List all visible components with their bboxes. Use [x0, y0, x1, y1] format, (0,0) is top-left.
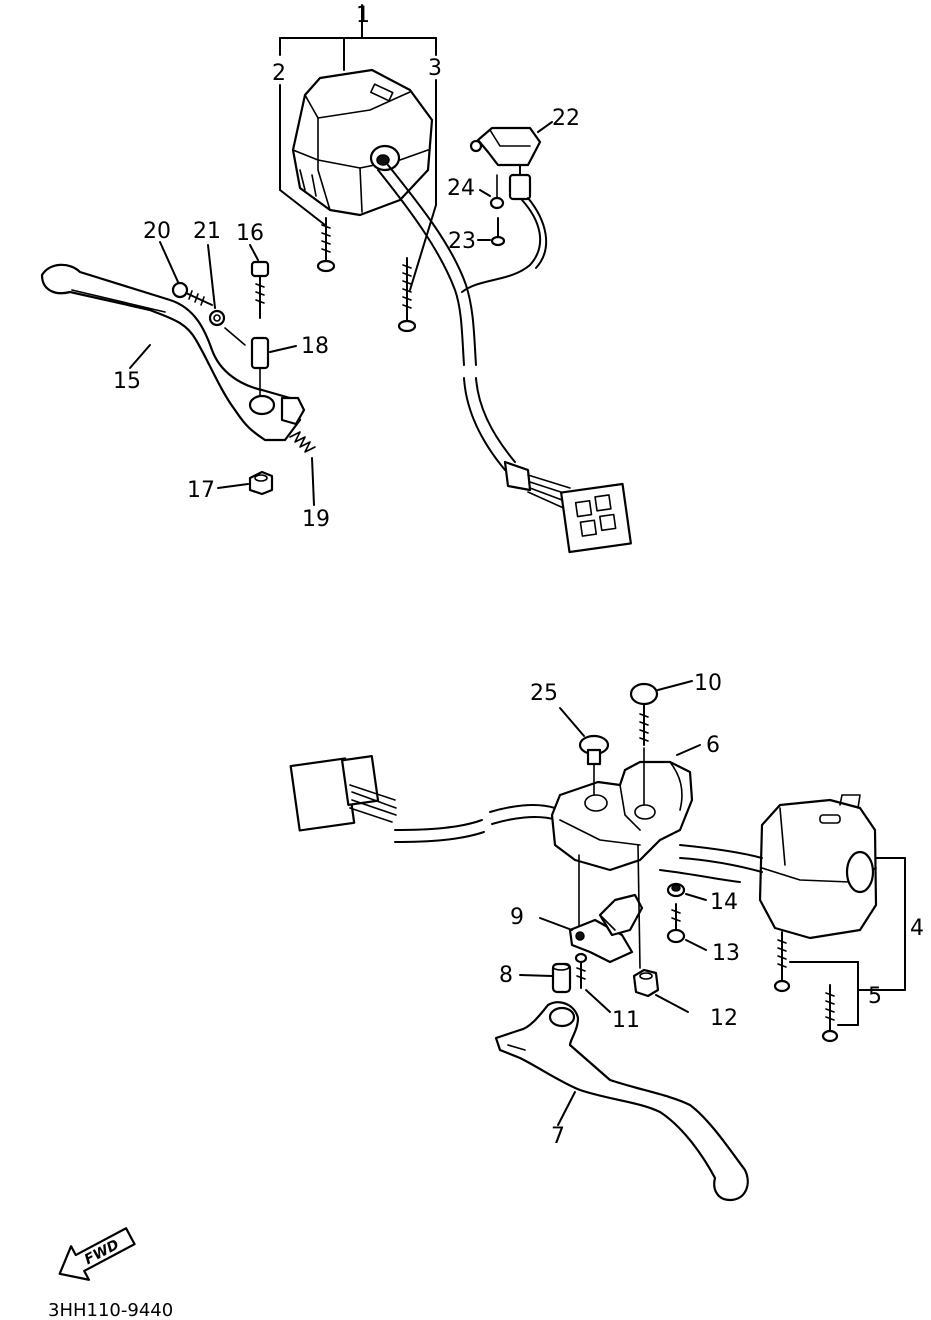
leader-12	[655, 994, 689, 1013]
leader-6	[676, 744, 701, 756]
part-label-8: 8	[499, 963, 513, 988]
part-label-4: 4	[910, 916, 924, 941]
leader-22	[537, 121, 553, 133]
handlebar-switch-lower	[659, 794, 878, 940]
part-label-2: 2	[272, 61, 286, 86]
leader-25	[559, 707, 585, 737]
screw-part-2	[316, 217, 336, 273]
part-label-16: 16	[236, 221, 264, 246]
diagram-code: 3HH110-9440	[48, 1300, 173, 1320]
nut-part-14	[666, 882, 686, 898]
part-label-7: 7	[551, 1124, 565, 1149]
part-label-5: 5	[868, 984, 882, 1009]
screw-part-13	[666, 903, 686, 944]
part-label-18: 18	[301, 334, 329, 359]
assembly-line-21	[224, 327, 246, 346]
bracket-1-2-3	[279, 4, 437, 291]
bolt-part-16	[250, 260, 270, 319]
part-label-9: 9	[510, 905, 524, 930]
nut-part-17	[248, 470, 274, 496]
leader-21	[207, 244, 216, 309]
leader-8	[519, 974, 553, 977]
collar-part-8	[551, 962, 572, 994]
screw-part-11	[574, 952, 588, 989]
screw-part-5-a	[773, 931, 791, 993]
leader-11	[585, 989, 611, 1013]
leader-9	[539, 917, 573, 931]
clutch-lever-15	[40, 263, 306, 442]
part-label-6: 6	[706, 733, 720, 758]
front-brake-lever-7	[494, 1001, 749, 1202]
part-label-21: 21	[193, 219, 221, 244]
spring-part-19	[289, 431, 316, 453]
nut-part-24	[489, 174, 505, 210]
part-label-1: 1	[356, 3, 370, 28]
nut-part-12	[632, 968, 660, 998]
washer-part-21	[208, 309, 226, 327]
clutch-switch-22	[461, 126, 548, 293]
part-label-12: 12	[710, 1006, 738, 1031]
leader-18	[269, 345, 297, 353]
part-label-17: 17	[187, 478, 215, 503]
leader-20	[159, 241, 179, 283]
leader-24	[479, 189, 491, 197]
leader-15	[129, 344, 151, 369]
fwd-arrow-icon	[58, 1227, 136, 1281]
leader-14	[685, 893, 707, 901]
part-label-10: 10	[694, 671, 722, 696]
leader-17	[217, 483, 249, 489]
screw-part-3	[397, 257, 417, 333]
bracket-4-5	[789, 857, 906, 1026]
screw-part-5-b	[821, 984, 839, 1043]
part-label-23: 23	[448, 229, 476, 254]
cap-part-25	[578, 734, 610, 766]
part-label-13: 13	[712, 941, 740, 966]
part-label-11: 11	[612, 1008, 640, 1033]
leader-19	[311, 457, 315, 506]
assembly-line-12	[637, 844, 641, 969]
leader-7	[557, 1091, 576, 1126]
part-label-3: 3	[428, 56, 442, 81]
part-label-14: 14	[710, 890, 738, 915]
part-label-22: 22	[552, 106, 580, 131]
part-label-15: 15	[113, 369, 141, 394]
leader-16	[249, 244, 259, 261]
part-label-20: 20	[143, 219, 171, 244]
part-label-19: 19	[302, 507, 330, 532]
part-label-25: 25	[530, 681, 558, 706]
leader-13	[685, 939, 707, 951]
part-label-24: 24	[447, 176, 475, 201]
handlebar-switch-upper	[291, 68, 434, 217]
collar-part-18	[250, 336, 270, 396]
wire-connector-lower	[289, 755, 558, 843]
screw-part-23	[490, 217, 506, 247]
bolt-part-20	[171, 281, 213, 306]
lever-bracket-6	[550, 760, 694, 872]
leader-10	[657, 680, 693, 691]
screw-part-10	[629, 682, 659, 746]
wire-harness-upper	[377, 164, 632, 554]
switch-part-9	[568, 893, 644, 964]
